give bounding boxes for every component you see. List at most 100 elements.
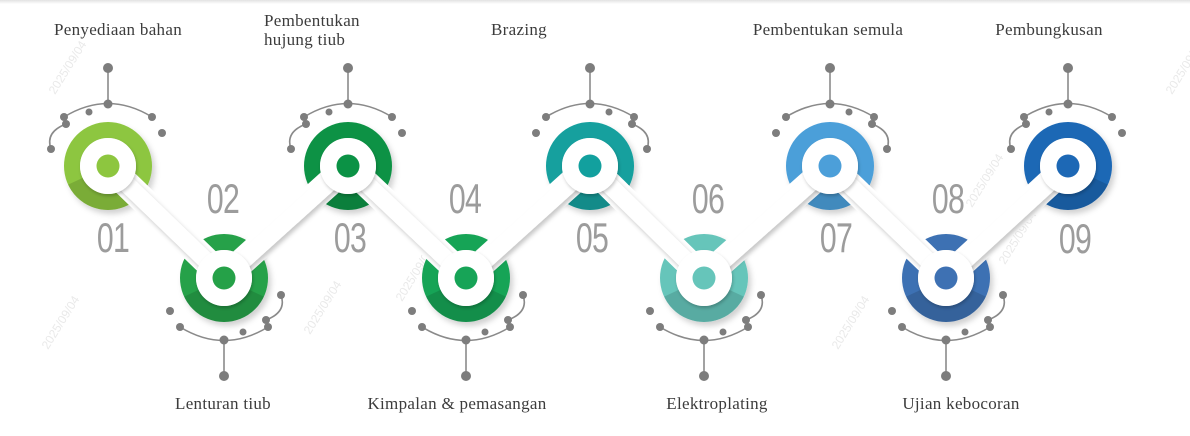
decoration-dot bbox=[719, 328, 727, 336]
step-06-center-dot bbox=[692, 266, 716, 290]
step-08-ring-shading bbox=[906, 289, 986, 322]
decoration-dot bbox=[1022, 120, 1030, 128]
step-07-center-dot bbox=[818, 154, 842, 178]
step-09-number: 09 bbox=[1058, 215, 1092, 262]
step-02-ring-shading bbox=[184, 289, 264, 322]
decoration-dot bbox=[264, 323, 272, 331]
step-07-label: Pembentukan semula bbox=[752, 20, 904, 39]
decoration-dot bbox=[1063, 63, 1073, 73]
step-02-label: Lenturan tiub bbox=[175, 394, 271, 413]
step-05-decoration bbox=[532, 63, 651, 153]
step-09-label: Pembungkusan bbox=[995, 20, 1103, 39]
decoration-dot bbox=[262, 316, 270, 324]
decoration-dot bbox=[656, 323, 664, 331]
step-04-number: 04 bbox=[448, 175, 482, 222]
decoration-dot bbox=[941, 335, 951, 345]
decoration-dot bbox=[986, 323, 994, 331]
decoration-dot bbox=[47, 145, 55, 153]
decoration-dot bbox=[398, 129, 406, 137]
decoration-dot bbox=[941, 371, 951, 381]
decoration-dot bbox=[883, 145, 891, 153]
step-03-decoration bbox=[287, 63, 406, 153]
decoration-dot bbox=[239, 328, 247, 336]
step-07-number: 07 bbox=[819, 214, 853, 261]
decoration-dot bbox=[1045, 108, 1053, 116]
decoration-dot bbox=[630, 113, 638, 121]
decoration-dot bbox=[219, 371, 229, 381]
decoration-dot bbox=[585, 99, 595, 109]
decoration-dot bbox=[742, 316, 750, 324]
top-edge-shading bbox=[0, 0, 1190, 4]
step-07-ring bbox=[786, 122, 874, 210]
decoration-dot bbox=[158, 129, 166, 137]
step-01-center-dot bbox=[96, 154, 120, 178]
watermark: 2025/09/04 bbox=[46, 38, 90, 97]
step-03-ring bbox=[304, 122, 392, 210]
step-03-number: 03 bbox=[333, 214, 367, 261]
decoration-dot bbox=[85, 108, 93, 116]
step-03-label: Pembentukan hujung tiub bbox=[264, 11, 360, 49]
decoration-dot bbox=[868, 120, 876, 128]
decoration-dot bbox=[699, 371, 709, 381]
decoration-dot bbox=[1118, 129, 1126, 137]
decoration-dot bbox=[103, 99, 113, 109]
decoration-dot bbox=[585, 63, 595, 73]
decoration-dot bbox=[1108, 113, 1116, 121]
decoration-dot bbox=[845, 108, 853, 116]
step-09-decoration bbox=[1007, 63, 1126, 153]
step-09-ring bbox=[1024, 122, 1112, 210]
step-04-decoration bbox=[408, 291, 527, 381]
step-02-number: 02 bbox=[206, 175, 240, 222]
step-03-center-dot bbox=[336, 154, 360, 178]
decoration-dot bbox=[300, 113, 308, 121]
decoration-dot bbox=[870, 113, 878, 121]
decoration-dot bbox=[772, 129, 780, 137]
step-06-decoration bbox=[646, 291, 765, 381]
step-02-ring bbox=[180, 234, 268, 322]
decoration-dot bbox=[343, 99, 353, 109]
decoration-dot bbox=[166, 307, 174, 315]
step-08-decoration bbox=[888, 291, 1007, 381]
step-01-label: Penyediaan bahan bbox=[54, 20, 182, 39]
decoration-dot bbox=[219, 335, 229, 345]
decoration-dot bbox=[343, 63, 353, 73]
watermark: 2025/09/04 bbox=[301, 278, 345, 337]
decoration-dot bbox=[1020, 113, 1028, 121]
decoration-dot bbox=[888, 307, 896, 315]
step-02-decoration bbox=[166, 291, 285, 381]
decoration-dot bbox=[504, 316, 512, 324]
watermark: 2025/09/04 bbox=[1163, 38, 1190, 97]
decoration-dot bbox=[418, 323, 426, 331]
decoration-dot bbox=[532, 129, 540, 137]
decoration-dot bbox=[408, 307, 416, 315]
decoration-dot bbox=[699, 335, 709, 345]
watermark: 2025/09/04 bbox=[829, 293, 873, 352]
step-05-center-dot bbox=[578, 154, 602, 178]
decoration-dot bbox=[481, 328, 489, 336]
step-06-number: 06 bbox=[691, 175, 725, 222]
step-09-center-dot bbox=[1056, 154, 1080, 178]
step-08-center-dot bbox=[934, 266, 958, 290]
decoration-dot bbox=[898, 323, 906, 331]
step-05-label: Brazing bbox=[491, 20, 547, 39]
decoration-dot bbox=[103, 63, 113, 73]
decoration-dot bbox=[506, 323, 514, 331]
decoration-dot bbox=[984, 316, 992, 324]
decoration-dot bbox=[757, 291, 765, 299]
decoration-dot bbox=[643, 145, 651, 153]
step-01-number: 01 bbox=[96, 214, 130, 261]
step-08-number: 08 bbox=[931, 175, 965, 222]
decoration-dot bbox=[646, 307, 654, 315]
decoration-dot bbox=[277, 291, 285, 299]
step-04-label: Kimpalan & pemasangan bbox=[367, 394, 547, 413]
step-01-ring bbox=[64, 122, 152, 210]
decoration-dot bbox=[542, 113, 550, 121]
decoration-dot bbox=[782, 113, 790, 121]
step-01-decoration bbox=[47, 63, 166, 153]
decoration-dot bbox=[302, 120, 310, 128]
decoration-dot bbox=[176, 323, 184, 331]
decoration-dot bbox=[999, 291, 1007, 299]
step-06-ring-shading bbox=[664, 289, 744, 322]
decoration-dot bbox=[825, 99, 835, 109]
